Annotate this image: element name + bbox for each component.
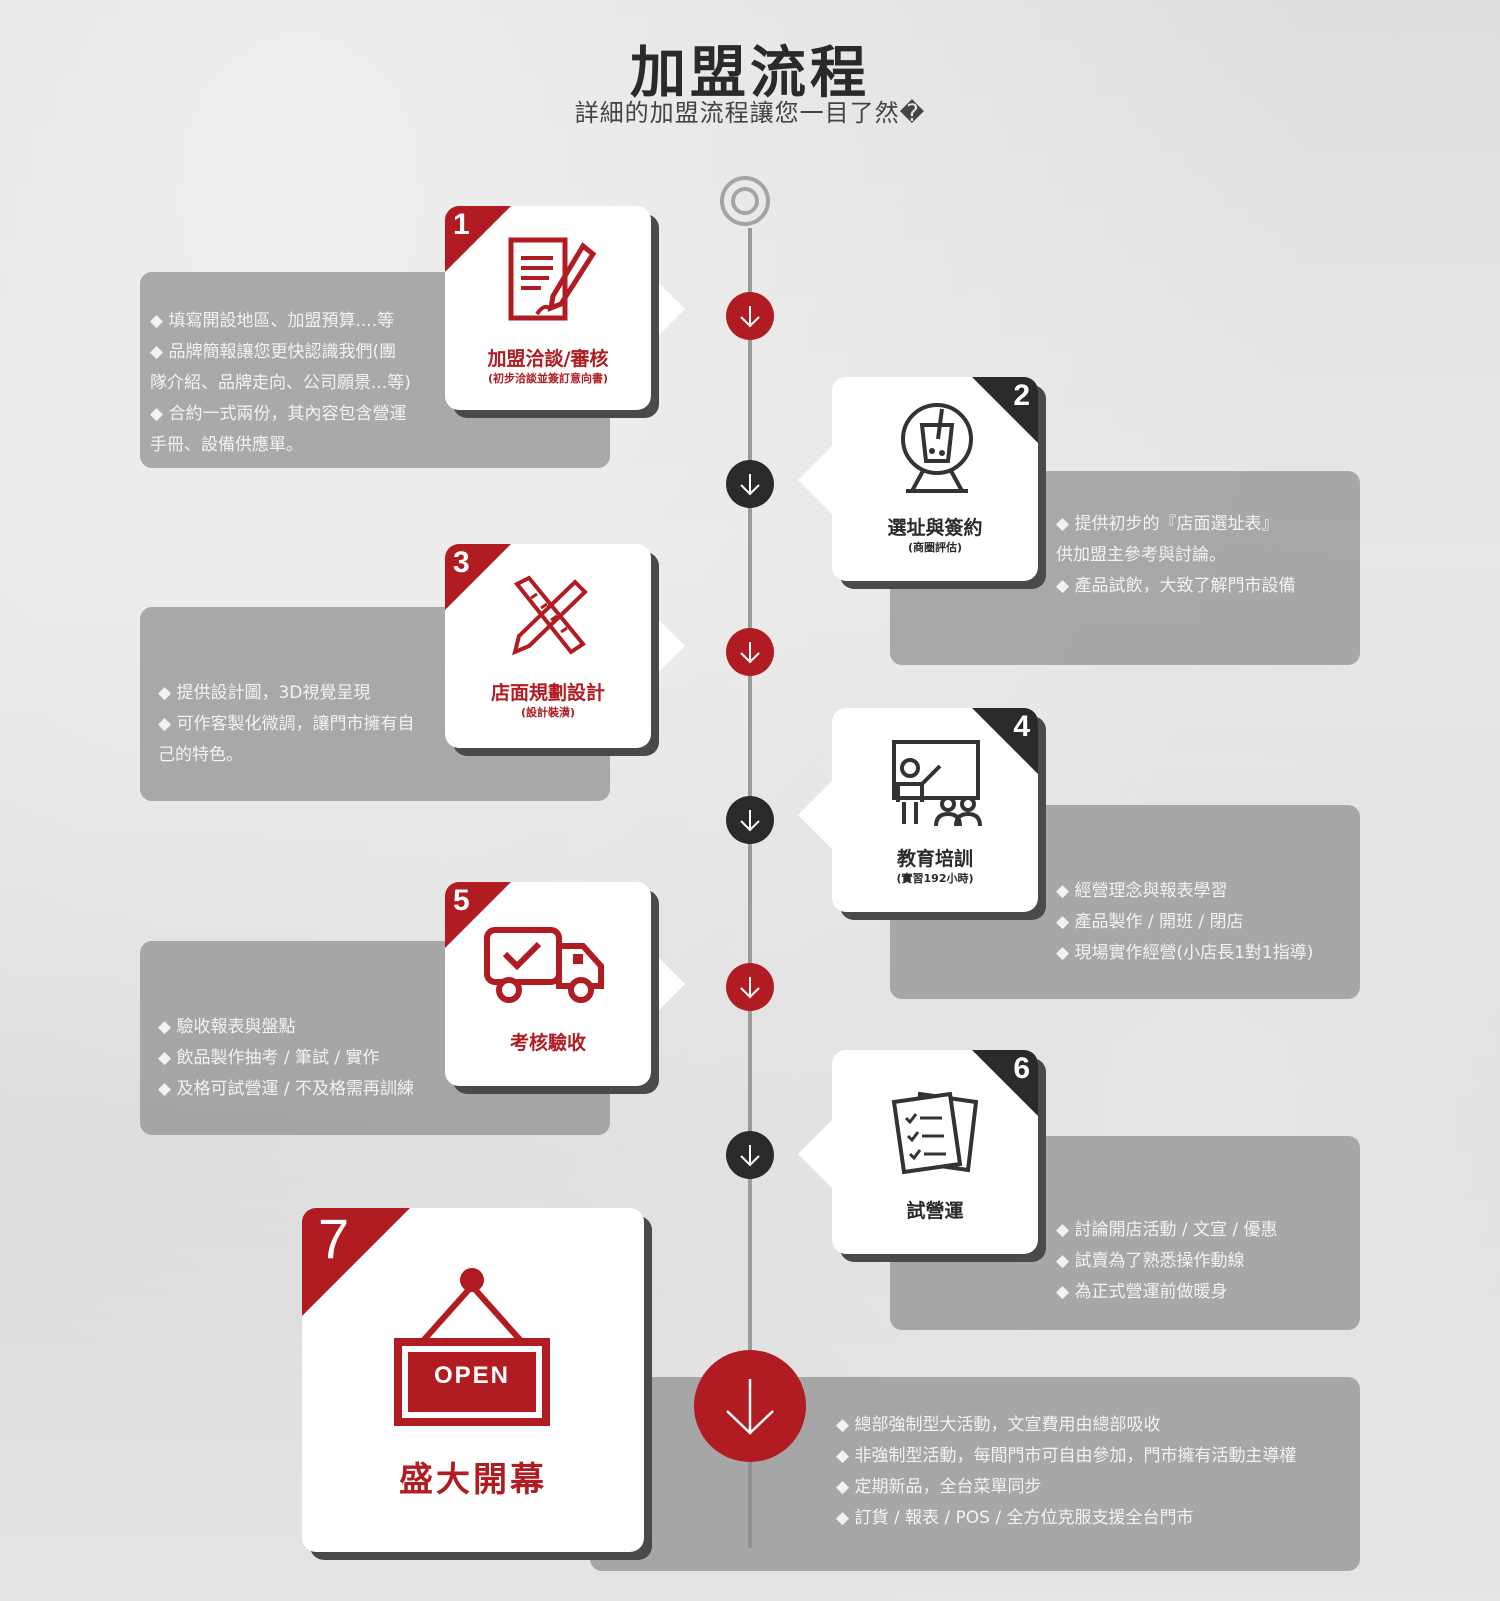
detail-item: ◆ 為正式營運前做暖身 — [1056, 1282, 1228, 1302]
step-1-number: 1 — [453, 208, 470, 241]
detail-item: ◆ 訂貨 / 報表 / POS / 全方位克服支援全台門市 — [836, 1508, 1194, 1528]
detail-item: ◆ 合約一式兩份，其內容包含營運 — [150, 404, 407, 424]
step-6-arrow-icon — [726, 1131, 774, 1179]
step-6-details: ◆ 討論開店活動 / 文宣 / 優惠 ◆ 試賣為了熟悉操作動線 ◆ 為正式營運前… — [1056, 1215, 1278, 1308]
step-1-card: 1 加盟洽談/審核 (初步洽談並簽訂意向書) — [445, 206, 651, 410]
step-4-number: 4 — [1013, 710, 1030, 743]
detail-item: 隊介紹、品牌走向、公司願景...等) — [150, 373, 411, 393]
step-1-pointer — [651, 275, 685, 343]
step-6-card: 6 試營運 — [832, 1050, 1038, 1254]
detail-item: ◆ 產品試飲，大致了解門市設備 — [1056, 576, 1296, 596]
step-2-card: 2 選址與簽約 (商圈評估) — [832, 377, 1038, 581]
step-7-number: 7 — [318, 1208, 350, 1270]
step-2-title: 選址與簽約 — [887, 517, 983, 539]
step-3-pointer — [651, 612, 685, 680]
detail-item: ◆ 提供初步的『店面選址表』 — [1056, 514, 1279, 534]
step-5-number: 5 — [453, 884, 470, 917]
step-2-subtitle: (商圈評估) — [907, 541, 963, 554]
step-1-details: ◆ 填寫開設地區、加盟預算....等 ◆ 品牌簡報讓您更快認識我們(團 隊介紹、… — [150, 306, 411, 461]
step-5-details: ◆ 驗收報表與盤點 ◆ 飲品製作抽考 / 筆試 / 實作 ◆ 及格可試營運 / … — [158, 1012, 414, 1105]
classroom-icon — [884, 738, 984, 832]
page-subtitle: 詳細的加盟流程讓您一目了然� — [574, 99, 926, 127]
timeline-start-ring-icon — [720, 176, 770, 226]
detail-item: ◆ 飲品製作抽考 / 筆試 / 實作 — [158, 1048, 380, 1068]
step-5-arrow-icon — [726, 963, 774, 1011]
detail-item: ◆ 經營理念與報表學習 — [1056, 881, 1228, 901]
step-7-title: 盛大開幕 — [399, 1460, 547, 1500]
step-5-card: 5 考核驗收 — [445, 882, 651, 1086]
truck-check-icon — [483, 926, 607, 1010]
step-3-number: 3 — [453, 546, 470, 579]
detail-item: ◆ 填寫開設地區、加盟預算....等 — [150, 311, 395, 331]
detail-item: 供加盟主參考與討論。 — [1056, 545, 1226, 565]
step-6-title: 試營運 — [906, 1200, 964, 1222]
step-4-title: 教育培訓 — [896, 848, 973, 870]
step-2-pointer — [798, 446, 832, 514]
drink-location-icon — [892, 399, 982, 503]
detail-item: ◆ 現場實作經營(小店長1對1指導) — [1056, 943, 1314, 963]
open-sign-label: OPEN — [433, 1362, 510, 1389]
step-4-arrow-icon — [726, 796, 774, 844]
contract-pen-icon — [501, 234, 601, 330]
detail-item: ◆ 定期新品，全台菜單同步 — [836, 1477, 1042, 1497]
detail-item: ◆ 可作客製化微調，讓門市擁有自 — [158, 714, 415, 734]
step-1-arrow-icon — [726, 292, 774, 340]
step-3-subtitle: (設計裝潢) — [520, 706, 576, 719]
detail-item: ◆ 非強制型活動，每間門市可自由參加，門市擁有活動主導權 — [836, 1446, 1297, 1466]
step-2-details: ◆ 提供初步的『店面選址表』 供加盟主參考與討論。 ◆ 產品試飲，大致了解門市設… — [1056, 509, 1295, 602]
step-4-details: ◆ 經營理念與報表學習 ◆ 產品製作 / 開班 / 閉店 ◆ 現場實作經營(小店… — [1056, 876, 1313, 969]
step-1-title: 加盟洽談/審核 — [487, 348, 609, 370]
ruler-pencil-icon — [503, 574, 593, 662]
detail-item: ◆ 及格可試營運 / 不及格需再訓練 — [158, 1079, 415, 1099]
step-2-arrow-icon — [726, 460, 774, 508]
step-4-subtitle: (實習192小時) — [896, 872, 974, 885]
detail-item: ◆ 產品製作 / 開班 / 閉店 — [1056, 912, 1244, 932]
open-sign-icon — [392, 1266, 552, 1430]
step-6-number: 6 — [1013, 1052, 1030, 1085]
detail-item: 手冊、設備供應單。 — [150, 435, 303, 455]
detail-item: ◆ 提供設計圖，3D視覺呈現 — [158, 683, 371, 703]
step-4-pointer — [798, 781, 832, 849]
step-2-number: 2 — [1013, 379, 1030, 412]
step-7-card: 7 OPEN 盛大開幕 — [302, 1208, 644, 1552]
detail-item: ◆ 試賣為了熟悉操作動線 — [1056, 1251, 1245, 1271]
step-7-details: ◆ 總部強制型大活動，文宣費用由總部吸收 ◆ 非強制型活動，每間門市可自由參加，… — [836, 1410, 1296, 1534]
detail-item: ◆ 品牌簡報讓您更快認識我們(團 — [150, 342, 397, 362]
detail-item: ◆ 驗收報表與盤點 — [158, 1017, 296, 1037]
step-1-subtitle: (初步洽談並簽訂意向書) — [487, 372, 609, 385]
checklist-icon — [890, 1088, 986, 1182]
step-3-arrow-icon — [726, 628, 774, 676]
step-5-title: 考核驗收 — [509, 1032, 586, 1054]
step-6-pointer — [798, 1120, 832, 1188]
step-3-title: 店面規劃設計 — [490, 682, 605, 704]
timeline-line — [748, 228, 752, 1548]
page-title: 加盟流程 — [630, 41, 870, 106]
step-5-pointer — [651, 950, 685, 1018]
detail-item: 己的特色。 — [158, 745, 243, 765]
step-3-card: 3 店面規劃設計 (設計裝潢) — [445, 544, 651, 748]
detail-item: ◆ 總部強制型大活動，文宣費用由總部吸收 — [836, 1415, 1161, 1435]
step-3-details: ◆ 提供設計圖，3D視覺呈現 ◆ 可作客製化微調，讓門市擁有自 己的特色。 — [158, 678, 414, 771]
step-7-arrow-icon — [694, 1350, 806, 1462]
step-4-card: 4 教育培訓 (實習192小時) — [832, 708, 1038, 912]
detail-item: ◆ 討論開店活動 / 文宣 / 優惠 — [1056, 1220, 1278, 1240]
